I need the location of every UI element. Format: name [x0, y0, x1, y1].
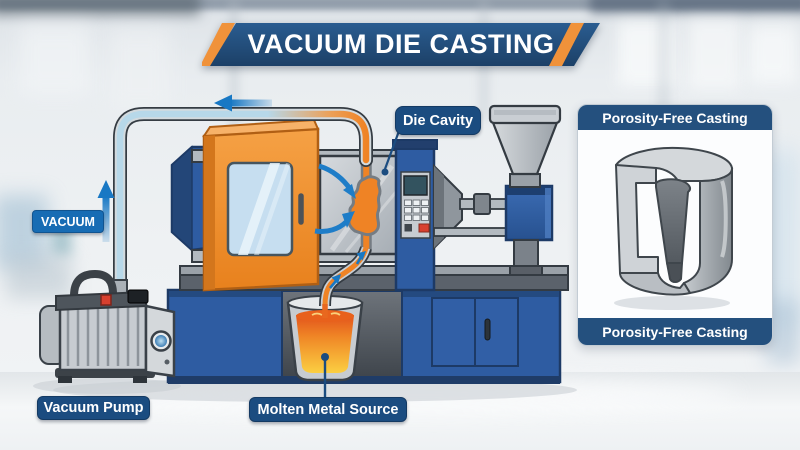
- vacuum-label: VACUUM: [32, 210, 104, 233]
- banner-background: [202, 23, 600, 66]
- title-banner: VACUUM DIE CASTING: [202, 23, 600, 66]
- vacuum-flow-arrow-up: [97, 180, 115, 242]
- page-title: VACUUM DIE CASTING: [247, 29, 555, 59]
- pump-valve: [100, 294, 112, 306]
- callout-leaders: [321, 130, 401, 398]
- injection-unit: [433, 104, 562, 276]
- porosity-free-casting-panel: Porosity-Free Casting Porosity-Free Cast…: [577, 104, 773, 346]
- window-glare: [238, 163, 291, 255]
- hopper-neck: [509, 173, 541, 188]
- molten-metal-source-label: Molten Metal Source: [249, 397, 407, 422]
- die-fill-arrow-lower: [314, 211, 355, 234]
- control-screen: [403, 175, 428, 196]
- safety-door: [202, 118, 320, 292]
- die-fill-arrow-upper: [318, 163, 356, 199]
- machine-base-cabinet: [166, 288, 562, 384]
- panel-footer-label: Porosity-Free Casting: [578, 318, 772, 345]
- hopper-funnel: [490, 118, 560, 176]
- pump-shadow: [33, 378, 181, 394]
- die-cavity-shape: [347, 175, 382, 237]
- control-panel: [392, 139, 438, 292]
- molten-metal: [296, 315, 354, 373]
- oil-cap: [127, 289, 149, 304]
- molten-metal-crucible: [286, 295, 364, 382]
- cabinet-doors: [431, 297, 519, 367]
- die-cavity-label: Die Cavity: [395, 106, 481, 135]
- vacuum-flow-arrow-left: [214, 94, 272, 112]
- metal-flow-arrows: [329, 251, 366, 289]
- panel-header-label: Porosity-Free Casting: [578, 105, 772, 130]
- vacuum-pump-illustration: [39, 269, 176, 383]
- stop-button-icon: [418, 223, 430, 233]
- power-button-icon: [404, 224, 412, 232]
- vacuum-tube: [113, 107, 373, 305]
- pump-cooling-fins: [66, 307, 140, 366]
- sight-glass: [155, 335, 167, 347]
- door-handle-icon: [484, 318, 491, 341]
- casting-sample-area: [578, 130, 772, 318]
- keypad: [404, 199, 429, 221]
- pump-handle: [70, 269, 117, 300]
- vacuum-pump-label: Vacuum Pump: [37, 396, 150, 420]
- casting-cutaway-illustration: [614, 146, 733, 310]
